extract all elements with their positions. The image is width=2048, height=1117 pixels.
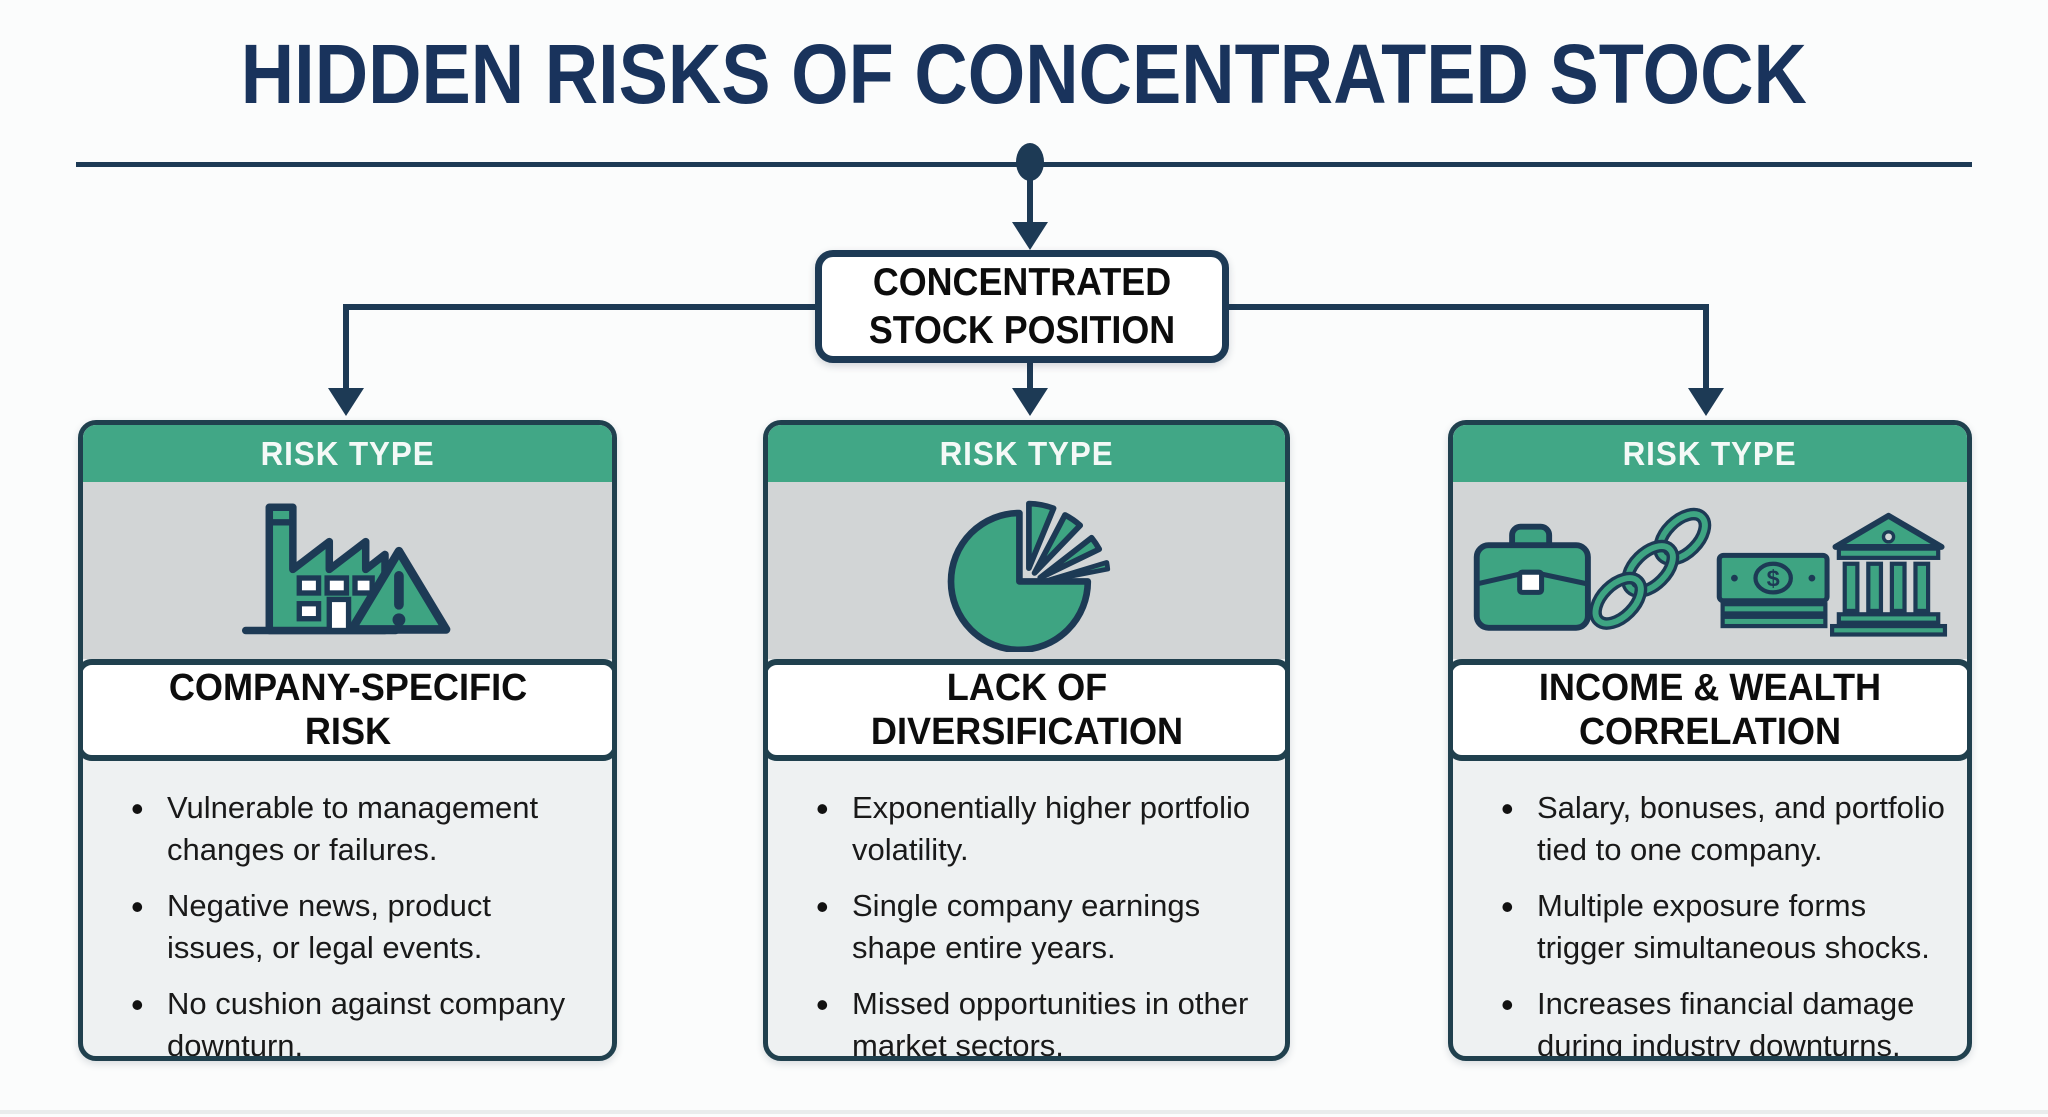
concentrated-stock-position-node: CONCENTRATED STOCK POSITION: [815, 250, 1229, 363]
connector-right-horizontal: [1229, 304, 1706, 310]
page-title-text: HIDDEN RISKS OF CONCENTRATED STOCK: [240, 27, 1808, 121]
card-icon-area: [83, 482, 612, 659]
risk-card-company-specific: RISK TYPE COMPANY-SPECIFIC RISK Vulnerab…: [78, 420, 617, 1061]
bullet-item: Exponentially higher portfolio volatilit…: [816, 785, 1265, 870]
factory-warning-icon: [241, 503, 451, 635]
connector-root-line: [1027, 160, 1033, 222]
bullet-item: Negative news, product issues, or legal …: [131, 883, 592, 968]
bullet-item: Single company earnings shape entire yea…: [816, 883, 1265, 968]
arrow-down-icon: [328, 388, 364, 416]
bullet-item: Vulnerable to management changes or fail…: [131, 785, 592, 870]
connector-left-horizontal: [344, 304, 815, 310]
card-title-box: LACK OF DIVERSIFICATION: [768, 659, 1285, 761]
arrow-down-icon: [1012, 388, 1048, 416]
card-title: LACK OF DIVERSIFICATION: [870, 666, 1183, 753]
card-bullet-list: Exponentially higher portfolio volatilit…: [768, 761, 1285, 1056]
card-title-box: COMPANY-SPECIFIC RISK: [83, 659, 612, 761]
bullet-item: Increases financial damage during indust…: [1501, 981, 1947, 1056]
card-bullet-list: Salary, bonuses, and portfolio tied to o…: [1453, 761, 1967, 1056]
bottom-edge-line: [0, 1110, 2048, 1114]
card-title: COMPANY-SPECIFIC RISK: [168, 666, 527, 753]
card-header-label: RISK TYPE: [1622, 434, 1798, 472]
pie-chart-icon: [947, 500, 1110, 652]
card-bullet-list: Vulnerable to management changes or fail…: [83, 761, 612, 1056]
cash-icon: $: [1716, 552, 1830, 629]
card-header-label: RISK TYPE: [939, 434, 1114, 472]
arrow-down-icon: [1012, 222, 1048, 250]
card-header-label: RISK TYPE: [260, 434, 435, 472]
card-header: RISK TYPE: [768, 425, 1285, 482]
briefcase-icon: [1473, 523, 1591, 631]
bullet-item: Missed opportunities in other market sec…: [816, 981, 1265, 1056]
page-title: HIDDEN RISKS OF CONCENTRATED STOCK: [0, 26, 2048, 123]
card-title: INCOME & WEALTH CORRELATION: [1538, 666, 1882, 753]
connector-middle-leg: [1027, 362, 1033, 388]
bullet-item: Salary, bonuses, and portfolio tied to o…: [1501, 785, 1947, 870]
card-icon-area: [768, 482, 1285, 659]
connector-right-leg: [1703, 304, 1709, 388]
card-icon-area: $: [1453, 482, 1967, 659]
bank-icon: [1830, 512, 1948, 637]
bullet-item: Multiple exposure forms trigger simultan…: [1501, 883, 1947, 968]
svg-text:$: $: [1767, 566, 1780, 592]
card-header: RISK TYPE: [83, 425, 612, 482]
card-title-box: INCOME & WEALTH CORRELATION: [1453, 659, 1967, 761]
connector-left-leg: [343, 304, 349, 388]
risk-card-lack-of-diversification: RISK TYPE LACK OF DIVERSIFICATION Expone…: [763, 420, 1290, 1061]
risk-card-income-wealth-correlation: RISK TYPE: [1448, 420, 1972, 1061]
bullet-item: No cushion against company downturn.: [131, 981, 592, 1056]
card-header: RISK TYPE: [1453, 425, 1967, 482]
arrow-down-icon: [1688, 388, 1724, 416]
root-node-label: CONCENTRATED STOCK POSITION: [868, 260, 1176, 352]
chain-icon: [1589, 507, 1712, 630]
briefcase-chain-cash-bank-icon: $: [1473, 507, 1948, 637]
